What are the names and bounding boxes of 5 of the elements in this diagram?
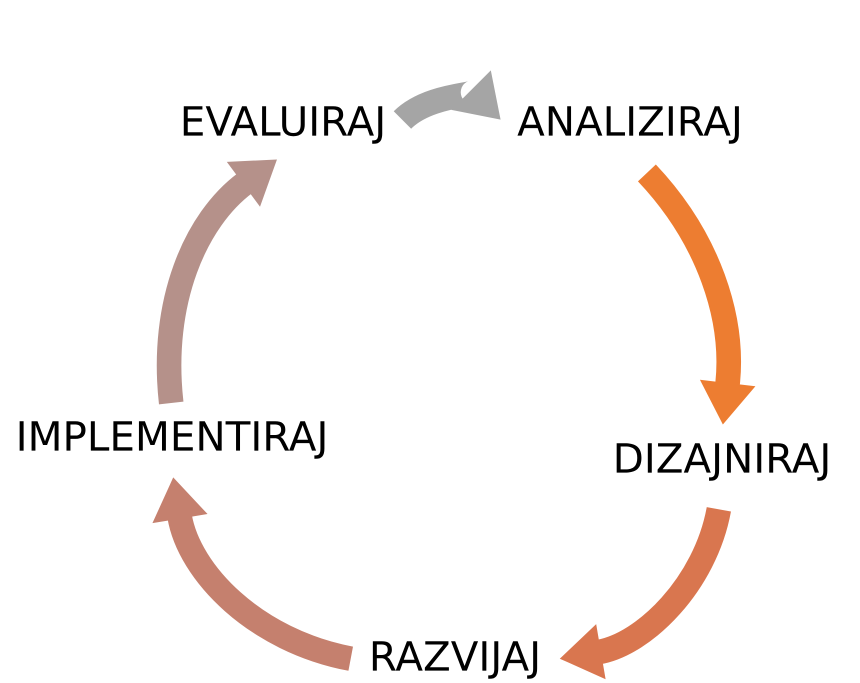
stage-label: IMPLEMENTIRAJ (20, 421, 324, 459)
stage-label: RAZVIJAJ (372, 641, 538, 679)
stage-label: EVALUIRAJ (184, 106, 382, 144)
stage-label: ANALIZIRAJ (517, 106, 739, 144)
stage-label: DIZAJNIRAJ (616, 443, 828, 481)
